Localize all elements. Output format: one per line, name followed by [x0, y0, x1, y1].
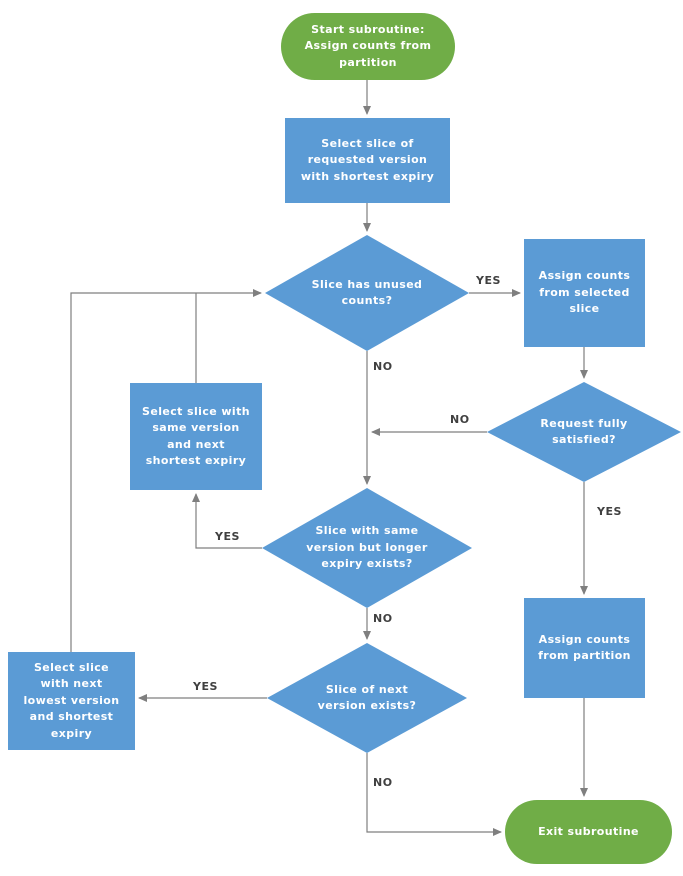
node-select-next-lowest-version: Select slice with next lowest version an…: [8, 652, 135, 750]
edge-label-longer-expiry-no: NO: [373, 612, 393, 625]
node-start-subroutine: Start subroutine: Assign counts from par…: [281, 13, 455, 80]
node-select-next-lowest-version-label: Select slice with next lowest version an…: [23, 660, 120, 740]
diamond-shape: [262, 488, 472, 608]
node-slice-has-unused-counts-label: Slice has unused counts?: [311, 277, 423, 308]
node-assign-from-partition: Assign counts from partition: [524, 598, 645, 698]
node-start-subroutine-label: Start subroutine: Assign counts from par…: [304, 22, 432, 69]
edge-next-version-no: [366, 753, 502, 836]
diamond-shape: [487, 382, 681, 482]
edge-label-next-version-no: NO: [373, 776, 393, 789]
node-slice-same-version-longer-expiry: Slice with same version but longer expir…: [262, 488, 472, 608]
edge-label-satisfied-no: NO: [450, 413, 470, 426]
node-slice-has-unused-counts: Slice has unused counts?: [265, 235, 469, 351]
node-select-same-version-next-expiry-label: Select slice with same version and next …: [142, 404, 250, 468]
node-select-same-version-next-expiry: Select slice with same version and next …: [130, 383, 262, 490]
edge-label-next-version-yes: YES: [193, 680, 218, 693]
node-select-shortest-expiry-label: Select slice of requested version with s…: [300, 136, 435, 183]
edge-label-satisfied-yes: YES: [597, 505, 622, 518]
diamond-shape: [265, 235, 469, 351]
node-assign-from-selected-slice: Assign counts from selected slice: [524, 239, 645, 347]
node-slice-next-version-exists: Slice of next version exists?: [267, 643, 467, 753]
node-request-fully-satisfied-label: Request fully satisfied?: [540, 416, 628, 447]
node-assign-from-selected-slice-label: Assign counts from selected slice: [538, 269, 631, 316]
node-slice-same-version-longer-expiry-label: Slice with same version but longer expir…: [306, 524, 428, 571]
edge-label-longer-expiry-yes: YES: [215, 530, 240, 543]
node-exit-subroutine: Exit subroutine: [505, 800, 672, 864]
edge-label-unused-no: NO: [373, 360, 393, 373]
node-select-shortest-expiry: Select slice of requested version with s…: [285, 118, 450, 203]
node-exit-subroutine-label: Exit subroutine: [538, 824, 639, 838]
node-slice-next-version-exists-label: Slice of next version exists?: [317, 682, 417, 713]
node-assign-from-partition-label: Assign counts from partition: [538, 632, 631, 663]
node-request-fully-satisfied: Request fully satisfied?: [487, 382, 681, 482]
edge-label-unused-yes: YES: [476, 274, 501, 287]
diamond-shape: [267, 643, 467, 753]
